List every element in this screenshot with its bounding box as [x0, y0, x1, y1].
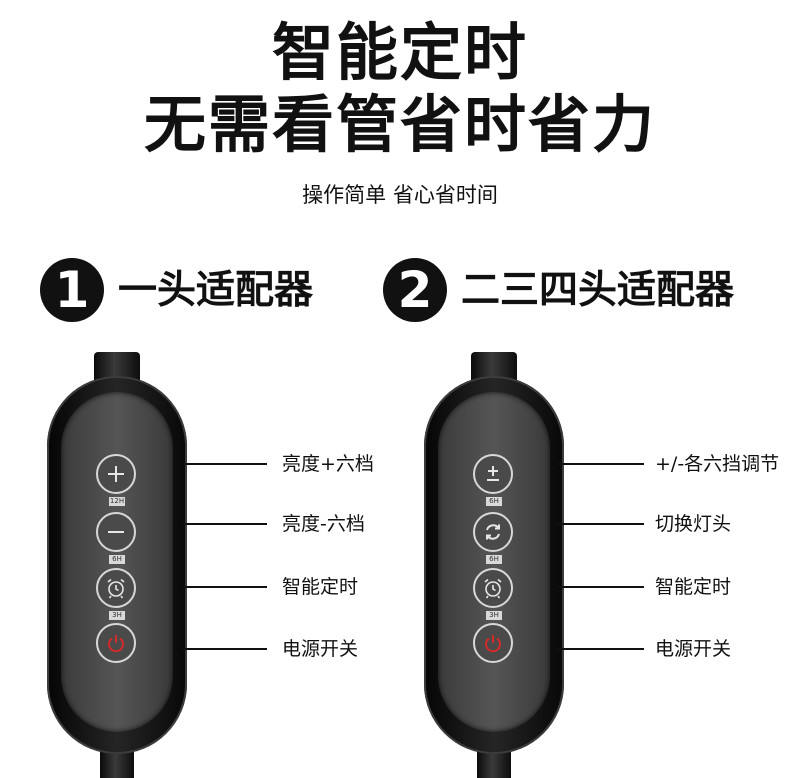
brightness-up-button[interactable]: [96, 454, 136, 494]
power-icon: [108, 635, 124, 653]
function-label: 亮度-六档: [282, 513, 365, 535]
controller-single-head: 12H 6H 3H: [47, 352, 187, 778]
time-label: 6H: [109, 555, 125, 564]
leader-line: [558, 648, 644, 650]
timer-button[interactable]: [96, 568, 136, 608]
alarm-clock-icon: [484, 578, 502, 599]
brightness-adjust-button[interactable]: [473, 454, 513, 494]
function-label: 电源开关: [655, 638, 732, 660]
plus-minus-icon: [487, 466, 499, 481]
time-label: 6H: [486, 555, 502, 564]
section-title: 二三四头适配器: [461, 267, 735, 313]
leader-line: [183, 648, 267, 650]
switch-cycle-icon: [486, 524, 500, 540]
minus-icon: [108, 531, 124, 533]
leader-line: [558, 586, 644, 588]
function-label: 智能定时: [655, 576, 732, 598]
function-label: +/-各六挡调节: [655, 453, 780, 475]
page-subtitle: 操作简单 省心省时间: [302, 183, 498, 207]
leader-line: [183, 463, 267, 465]
leader-line: [183, 523, 267, 525]
section-title: 一头适配器: [118, 267, 314, 313]
switch-head-button[interactable]: [473, 512, 513, 552]
time-label: 6H: [486, 497, 502, 506]
page-title-line-2: 无需看管省时省力: [143, 88, 656, 161]
leader-line: [558, 463, 644, 465]
plus-icon: [108, 466, 124, 482]
section-header-2: 2 二三四头适配器: [383, 258, 734, 322]
section-header-1: 1 一头适配器: [40, 258, 313, 322]
power-button[interactable]: [473, 623, 513, 663]
controller-multi-head: 6H 6H 3H: [424, 352, 564, 778]
time-label: 3H: [486, 611, 502, 620]
time-label: 12H: [109, 497, 125, 506]
function-label: 切换灯头: [655, 513, 732, 535]
function-label: 亮度+六档: [282, 453, 374, 475]
section-number-badge: 2: [383, 258, 447, 322]
alarm-clock-icon: [107, 578, 125, 599]
power-icon: [485, 635, 501, 653]
function-label: 电源开关: [282, 638, 359, 660]
function-label: 智能定时: [282, 576, 359, 598]
time-label: 3H: [109, 611, 125, 620]
power-button[interactable]: [96, 623, 136, 663]
section-number-badge: 1: [40, 258, 104, 322]
leader-line: [183, 586, 267, 588]
page-title-line-1: 智能定时: [271, 16, 528, 89]
brightness-down-button[interactable]: [96, 512, 136, 552]
timer-button[interactable]: [473, 568, 513, 608]
leader-line: [558, 523, 644, 525]
